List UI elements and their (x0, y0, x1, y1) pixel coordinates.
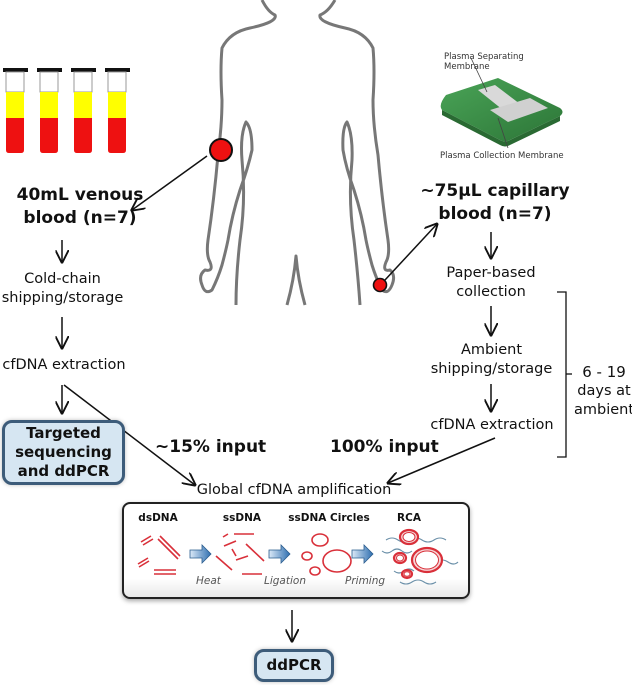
body-silhouette (199, 0, 396, 306)
step-cold-chain: Cold-chain shipping/storage (0, 270, 125, 308)
ambient-days-label: 6 - 19 days at ambient (574, 363, 632, 420)
step-cfdna-extraction-right: cfDNA extraction (430, 417, 554, 433)
step-cfdna-extraction-left: cfDNA extraction (2, 357, 126, 373)
venous-draw-site (209, 138, 233, 162)
device-label-line: Membrane (444, 62, 490, 72)
ssdna-strands (215, 533, 265, 575)
blood-tube (105, 68, 130, 153)
blood-tube (37, 68, 62, 153)
arrow-right-to-amp (388, 437, 496, 483)
paper-collection-device (440, 57, 563, 149)
dsdna-strands (137, 535, 181, 575)
stage-ssdna-circles: ssDNA Circles (288, 512, 370, 524)
label-line: 6 - 19 (582, 363, 626, 381)
box-line: Targeted (26, 424, 101, 442)
blue-step-arrows (189, 544, 374, 564)
capillary-draw-site (372, 277, 388, 293)
transition-priming: Priming (345, 575, 386, 587)
stage-dsdna: dsDNA (138, 512, 178, 524)
label-line: 40mL venous (16, 185, 144, 205)
ddpcr-box: ddPCR (254, 649, 334, 682)
label-line: shipping/storage (1, 290, 124, 306)
amplification-panel: dsDNA ssDNA ssDNA Circles RCA (122, 502, 470, 599)
label-line: shipping/storage (430, 361, 553, 377)
input-label-100: 100% input (330, 437, 439, 457)
rca-products (381, 528, 459, 585)
targeted-sequencing-box: Targeted sequencing and ddPCR (2, 420, 125, 485)
box-line: and ddPCR (17, 462, 110, 480)
input-label-15: ~15% input (155, 437, 267, 457)
transition-ligation: Ligation (264, 575, 306, 587)
amplification-graphic (137, 528, 459, 585)
arrow-right-icon (189, 544, 212, 564)
arrow-venous (132, 155, 208, 210)
label-line: Paper-based (446, 265, 536, 281)
venous-sample-label: 40mL venous blood (n=7) (0, 184, 160, 230)
device-label-collection: Plasma Collection Membrane (440, 151, 564, 161)
label-line: days at (577, 383, 631, 399)
arrow-right-icon (351, 544, 374, 564)
arrow-capillary (384, 224, 437, 281)
label-line: blood (n=7) (23, 208, 137, 228)
blood-tube (3, 68, 28, 153)
ssdna-circles (301, 533, 352, 576)
box-line: sequencing (15, 443, 112, 461)
step-ambient-shipping: Ambient shipping/storage (424, 341, 559, 379)
device-label-line: Plasma Separating (444, 52, 524, 62)
label-line: blood (n=7) (438, 204, 552, 224)
device-label-separating: Plasma Separating Membrane (444, 52, 524, 72)
amplification-title: Global cfDNA amplification (196, 482, 392, 498)
label-line: Ambient (460, 342, 523, 358)
blood-tubes (3, 68, 130, 153)
label-line: collection (456, 284, 526, 300)
label-line: Cold-chain (24, 271, 101, 287)
stage-rca: RCA (397, 512, 421, 524)
stage-ssdna: ssDNA (222, 512, 262, 524)
capillary-sample-label: ~75µL capillary blood (n=7) (410, 180, 580, 226)
blood-tube (71, 68, 96, 153)
arrow-left-to-amp (63, 384, 195, 485)
label-line: ~75µL capillary (420, 181, 570, 201)
arrow-right-icon (268, 544, 291, 564)
step-paper-collection: Paper-based collection (432, 264, 550, 302)
label-line: ambient (574, 402, 632, 418)
transition-heat: Heat (196, 575, 221, 587)
